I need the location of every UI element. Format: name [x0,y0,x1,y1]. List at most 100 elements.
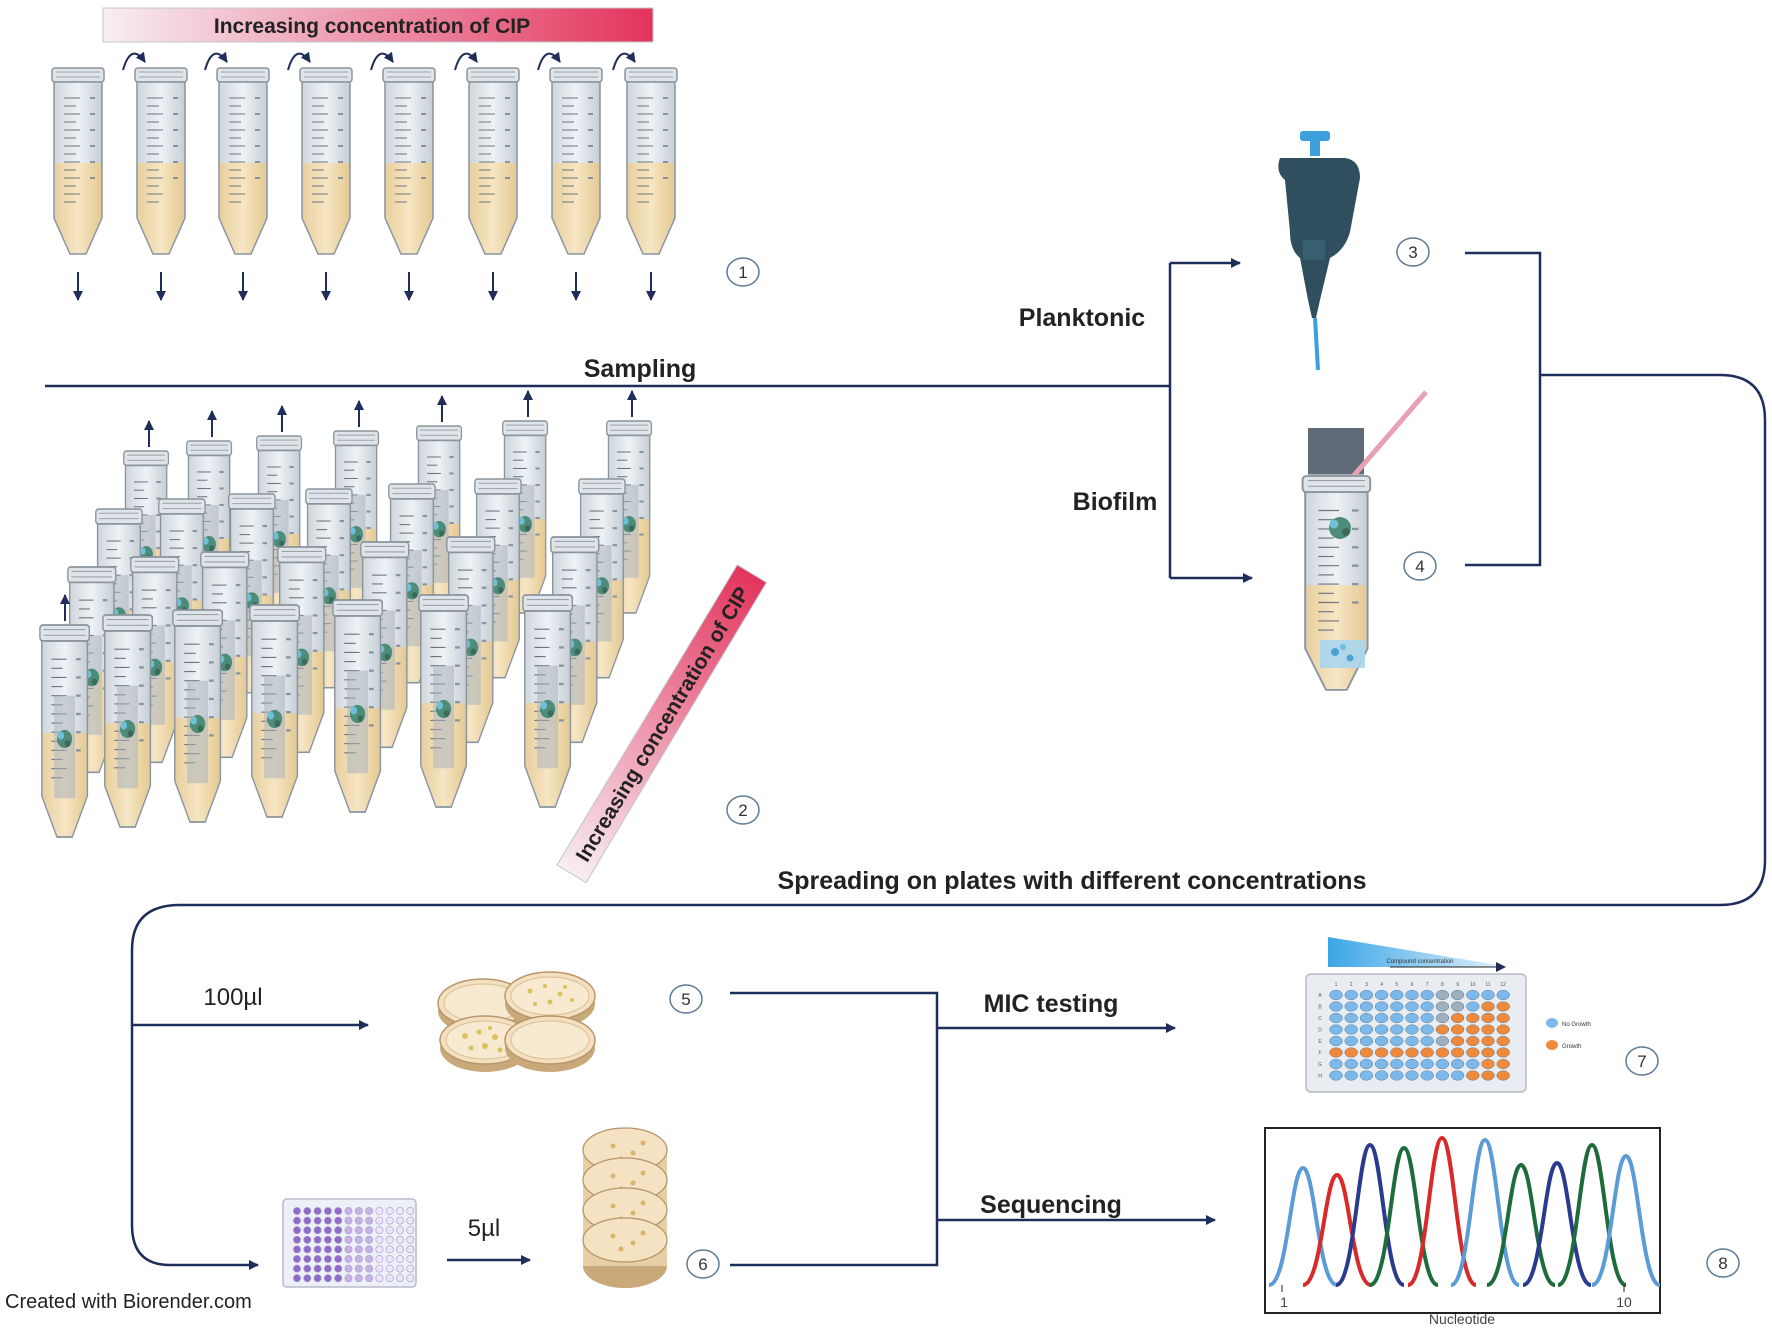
culture-tube [134,67,188,255]
well [406,1216,415,1225]
mic-well [1329,1001,1343,1012]
well [303,1226,312,1235]
trace-peak [1407,1135,1477,1287]
step-5-marker: 5 [669,984,703,1014]
mic-well [1329,1035,1343,1047]
mic-well [1344,989,1358,1001]
well [344,1255,353,1263]
well [334,1226,343,1235]
mic-well [1450,1035,1465,1047]
svg-text:4: 4 [1415,557,1424,576]
mic-well [1420,989,1434,1001]
mic-well [1450,1012,1465,1024]
well [385,1245,394,1254]
well [293,1264,301,1273]
mic-well [1374,1058,1389,1070]
colony [630,1180,636,1186]
mic-well [1435,1070,1450,1081]
well [323,1226,332,1235]
well [344,1235,353,1244]
chromatogram-tick-10: 10 [1616,1294,1632,1310]
transfer-arrow-icon [612,51,636,71]
col-label: 12 [1500,982,1506,988]
trace-peak [1268,1165,1338,1287]
mic-well [1481,989,1495,1001]
row-label: E [1318,1039,1322,1045]
well [303,1245,312,1254]
mic-well [1496,989,1510,1001]
mic-well [1496,1058,1510,1070]
well [406,1245,415,1254]
well [375,1235,384,1244]
colony [610,1143,616,1149]
well [375,1226,384,1235]
row-label: C [1318,1016,1322,1022]
mic-well [1374,1024,1389,1035]
mic-well [1481,1024,1495,1035]
culture-tube [299,67,353,255]
well [303,1207,312,1215]
credit-label: Created with Biorender.com [5,1291,252,1313]
well [385,1274,394,1283]
mic-well [1466,1024,1480,1035]
well [334,1274,343,1283]
biofilm-tube [250,605,299,817]
mic-well [1466,1012,1480,1024]
mic-well [1359,1001,1374,1012]
mic-well [1496,1070,1510,1081]
well [293,1216,301,1225]
chromatogram-panel: 1 10 Nucleotide [1264,1127,1661,1327]
mic-well [1390,989,1404,1001]
mic-well [1435,1058,1450,1070]
mic-well [1405,1024,1419,1035]
mic-well [1344,1058,1358,1070]
well [354,1216,363,1225]
step-1-marker: 1 [726,257,760,287]
well [303,1235,312,1244]
well [313,1235,322,1244]
well [344,1226,353,1235]
row-label: H [1318,1074,1322,1080]
col-label: 7 [1426,982,1429,988]
mic-well [1420,1047,1434,1058]
planktonic-label: Planktonic [1019,304,1146,332]
mic-well [1374,1047,1389,1058]
well [293,1245,301,1254]
well [293,1274,301,1283]
spreading-label: Spreading on plates with different conce… [778,867,1367,895]
colony [618,1246,624,1252]
well [344,1207,353,1215]
well [334,1245,343,1254]
trace-peak [1522,1160,1592,1287]
well [375,1245,384,1254]
well [323,1264,332,1273]
well [375,1207,384,1215]
mic-well [1374,1012,1389,1024]
mic-well [1481,1001,1495,1012]
culture-tube [51,67,105,255]
row-label: D [1318,1028,1322,1034]
mic-well [1359,1058,1374,1070]
biofilm-tube [40,625,89,837]
step-3-marker: 3 [1396,237,1430,267]
well [385,1264,394,1273]
mic-well [1359,1070,1374,1081]
well [303,1274,312,1283]
mic-well [1435,1035,1450,1047]
well [354,1235,363,1244]
well [313,1207,322,1215]
mic-well [1374,1035,1389,1047]
colony [610,1173,616,1179]
well [334,1207,343,1215]
well [406,1274,415,1283]
mic-well [1344,1012,1358,1024]
colony [640,1200,646,1206]
col-label: 6 [1411,982,1414,988]
step-4-marker: 4 [1403,551,1437,581]
mic-well [1344,1035,1358,1047]
mic-well [1329,1012,1343,1024]
well [406,1255,415,1263]
well [344,1274,353,1283]
mic-well [1420,1012,1434,1024]
